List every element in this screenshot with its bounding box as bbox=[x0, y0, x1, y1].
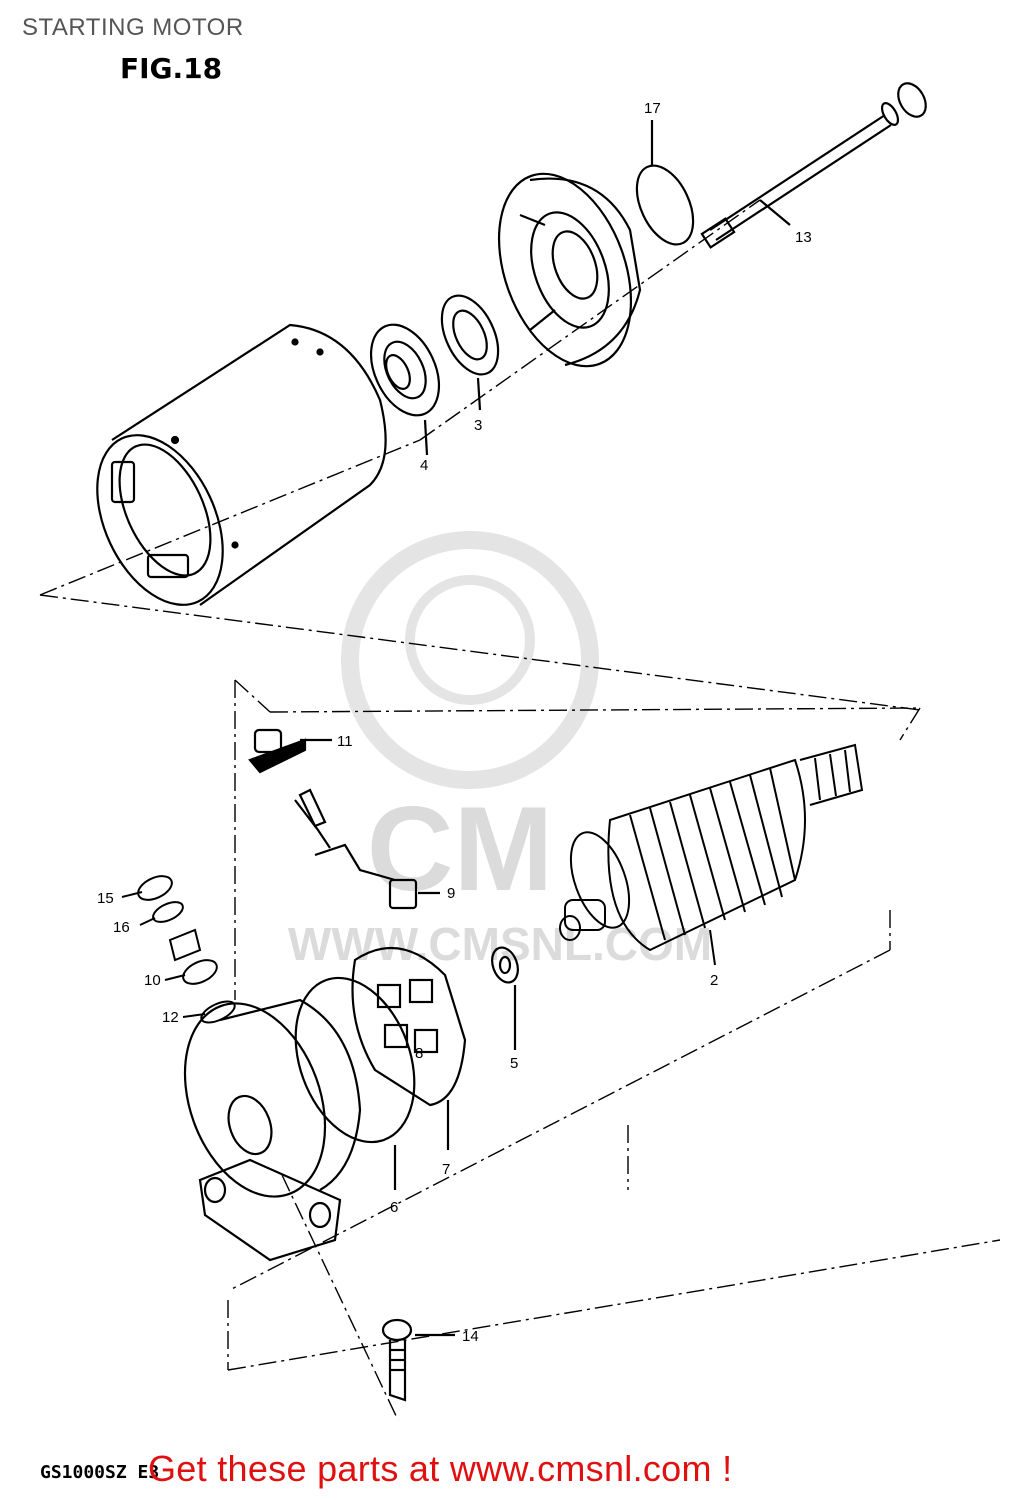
end-cover bbox=[497, 172, 642, 368]
front-cover bbox=[183, 998, 362, 1262]
label-part-10: 10 bbox=[144, 972, 161, 989]
screw-14 bbox=[381, 1318, 455, 1402]
label-part-8: 8 bbox=[415, 1045, 423, 1062]
label-part-11: 11 bbox=[337, 733, 353, 750]
watermark-brand: CM bbox=[367, 782, 554, 916]
armature-2 bbox=[559, 743, 864, 966]
label-part-5: 5 bbox=[510, 1055, 518, 1072]
hardware-stack bbox=[121, 875, 236, 1024]
through-bolt-13 bbox=[700, 82, 927, 249]
bearing-4 bbox=[369, 323, 441, 456]
page-title: STARTING MOTOR bbox=[22, 14, 244, 41]
brush-holder-8 bbox=[351, 946, 467, 1150]
label-part-13: 13 bbox=[795, 229, 812, 246]
label-part-3: 3 bbox=[474, 417, 482, 434]
o-ring-17 bbox=[635, 120, 695, 246]
brush-9 bbox=[294, 788, 440, 910]
label-part-15: 15 bbox=[97, 890, 114, 907]
label-part-4: 4 bbox=[420, 457, 428, 474]
label-part-17: 17 bbox=[644, 100, 661, 117]
label-part-14: 14 bbox=[462, 1328, 479, 1345]
yoke-housing bbox=[96, 323, 387, 606]
reference-lines bbox=[39, 199, 1001, 1421]
parts-link[interactable]: Get these parts at www.cmsnl.com ! bbox=[148, 1448, 733, 1489]
label-part-16: 16 bbox=[113, 919, 130, 936]
washer-5 bbox=[491, 946, 519, 1050]
o-ring-6 bbox=[294, 976, 416, 1190]
terminal-11 bbox=[248, 728, 332, 774]
label-part-7: 7 bbox=[442, 1161, 450, 1178]
model-code: GS1000SZ E3 bbox=[40, 1462, 160, 1483]
label-part-9: 9 bbox=[447, 885, 455, 902]
label-part-12: 12 bbox=[162, 1009, 179, 1026]
watermark-logo: CM WWW.CMSNL.COM bbox=[288, 531, 712, 970]
figure-number: FIG.18 bbox=[120, 52, 223, 85]
label-part-2: 2 bbox=[710, 972, 718, 989]
seal-3 bbox=[440, 294, 500, 411]
label-part-6: 6 bbox=[390, 1199, 398, 1216]
